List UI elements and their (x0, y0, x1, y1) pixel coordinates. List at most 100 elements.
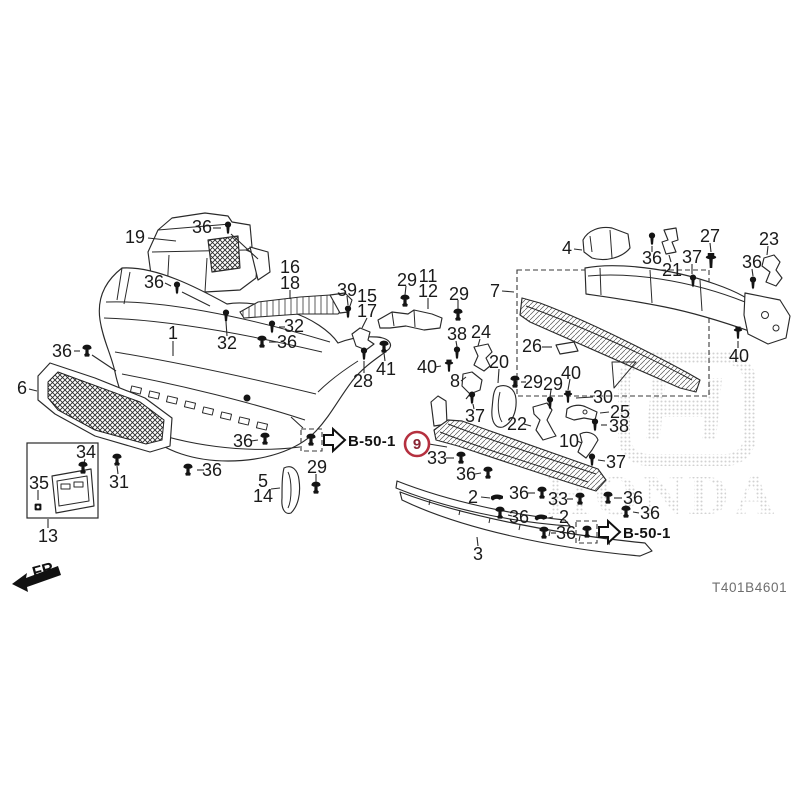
highlight-circle-icon (403, 430, 431, 458)
leader-line (567, 378, 571, 391)
leader-line (575, 396, 594, 399)
ref-link-b50-1-bottom[interactable]: B-50-1 (575, 518, 671, 546)
part-1-bumper-face-drawing (98, 267, 392, 462)
leader-line (361, 317, 368, 329)
leader-line (766, 245, 769, 256)
screw-icon (591, 418, 599, 432)
clip-icon (306, 433, 316, 446)
leader-line (573, 248, 583, 251)
leader-line (501, 290, 515, 293)
part-7-lower-grille-drawing (519, 297, 701, 393)
part-5-14-fog-garnish-drawing (281, 466, 301, 514)
ref-link-b50-1-left[interactable]: B-50-1 (300, 426, 396, 454)
ref-arrow-icon (323, 426, 347, 454)
clip-icon (183, 463, 193, 476)
leader-line (455, 340, 458, 348)
part-20-bracket-drawing (491, 385, 517, 428)
leader-line (230, 233, 259, 260)
hook-icon (490, 494, 503, 501)
nut-icon (34, 503, 42, 511)
leader-line (181, 291, 211, 307)
part-9-lower-cover-drawing (430, 395, 607, 492)
leader-line (547, 516, 554, 519)
leader-line (549, 389, 552, 398)
leader-line (507, 514, 513, 517)
screw-icon (749, 276, 757, 290)
clip-icon (483, 466, 493, 479)
honda-logo-h-icon (646, 378, 722, 440)
clip-icon (311, 481, 321, 494)
leader-line (460, 376, 467, 382)
part-13-license-bracket-drawing (51, 468, 95, 514)
part-4-beam-drawing (582, 226, 791, 345)
leader-line (474, 472, 482, 475)
diagram-code: T401B4601 (712, 580, 788, 595)
part-23-bracket-drawing (761, 254, 783, 287)
leader-line (428, 443, 448, 448)
leader-line (434, 365, 442, 368)
leader-lines (28, 227, 769, 547)
leader-line (91, 354, 117, 372)
leader-line (346, 295, 349, 306)
bolt-icon (563, 390, 573, 403)
leader-line (597, 459, 606, 462)
leader-line (599, 411, 610, 414)
screw-icon (648, 232, 656, 246)
highlighted-part-callout-9[interactable]: 9 (403, 430, 431, 458)
part-11-12-bracket-drawing (377, 309, 443, 331)
part-10-bracket-drawing (577, 431, 599, 459)
ref-clip-dashed-box (300, 428, 323, 452)
leader-line (476, 536, 479, 547)
leader-line (709, 242, 712, 253)
clip-icon (510, 375, 520, 388)
screw-icon (468, 391, 476, 405)
leader-line (668, 254, 672, 263)
leader-line (632, 511, 640, 514)
highlight-number: 9 (413, 436, 421, 453)
leader-line (576, 440, 583, 444)
leader-line (477, 338, 481, 347)
leader-line (290, 416, 304, 429)
bolt-icon (705, 253, 717, 268)
clip-icon (400, 294, 410, 307)
clip-icon (456, 451, 466, 464)
part-16-18-beam-stay-drawing (239, 292, 353, 319)
leader-line (480, 496, 491, 499)
leader-line (404, 285, 407, 296)
ref-arrow-icon (598, 518, 622, 546)
fr-direction-indicator: FR. (12, 559, 61, 592)
part-15-17-bracket-drawing (351, 327, 375, 351)
part-6-grille-drawing (37, 362, 173, 453)
leader-line (497, 368, 500, 384)
fr-label: FR. (31, 559, 60, 582)
leader-line (472, 403, 475, 410)
ref-label[interactable]: B-50-1 (348, 433, 396, 450)
leader-line (751, 268, 754, 277)
screw-icon (453, 346, 461, 360)
leader-line (270, 487, 281, 490)
clip-icon (82, 344, 92, 357)
bolt-icon (444, 359, 454, 372)
ref-clip-dashed-box (575, 520, 598, 544)
leader-line (225, 321, 228, 337)
fr-arrow-icon (12, 566, 61, 592)
part-3-spoiler-drawing (395, 480, 653, 557)
honda-logo-icon (618, 352, 756, 466)
leader-line (383, 352, 386, 362)
ref-label[interactable]: B-50-1 (623, 525, 671, 542)
part-21-bracket-drawing (661, 227, 679, 255)
part-19-grille-bracket-drawing (147, 212, 271, 296)
clip-icon (112, 453, 122, 466)
part-24-bracket-drawing (473, 343, 493, 372)
leader-line (28, 388, 38, 392)
leader-line (147, 237, 177, 242)
clip-icon (453, 308, 463, 321)
part-25-bracket-drawing (565, 404, 598, 421)
leader-line (250, 439, 259, 442)
part-22-bracket-drawing (532, 402, 557, 441)
leader-line (523, 423, 532, 427)
leader-line (164, 282, 172, 287)
part-13-box (26, 442, 99, 519)
